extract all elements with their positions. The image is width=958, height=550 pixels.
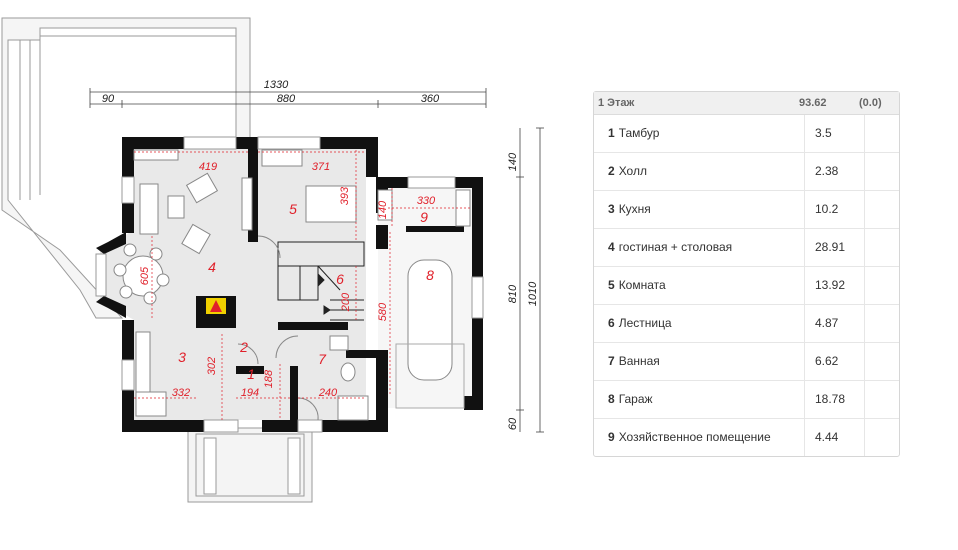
room-number: 5 (608, 278, 615, 292)
room-dim-188: 188 (263, 369, 275, 388)
room-number: 3 (608, 202, 615, 216)
room-name: Тамбур (618, 126, 660, 140)
floor-plan: 1330 90 880 360 140 810 1010 60 1 2 3 4 … (1, 17, 544, 503)
dim-right-total: 1010 (527, 281, 539, 306)
entrance-steps (187, 427, 313, 503)
floor-header-row: 1 Этаж 93.62 (0.0) (594, 92, 899, 115)
room-dim-371: 371 (312, 161, 330, 173)
room-name: Кухня (618, 202, 651, 216)
floor-label: 1 Этаж (598, 97, 635, 109)
room-dim-330: 330 (417, 195, 436, 207)
room-dim-332: 332 (172, 387, 190, 399)
dim-total-width: 1330 (264, 79, 289, 91)
room-dim-200: 200 (340, 292, 352, 312)
staircase (277, 241, 365, 321)
floor-extra: (0.0) (859, 97, 882, 109)
room-dimension-lines (134, 150, 472, 420)
room-name: Хозяйственное помещение (618, 430, 771, 444)
room-dim-302: 302 (206, 357, 218, 375)
room-name: Ванная (618, 354, 660, 368)
door-arcs (237, 235, 319, 421)
room-number: 7 (608, 354, 615, 368)
room-name: Гараж (618, 392, 653, 406)
room-dim-419: 419 (199, 161, 217, 173)
room-label-7: 7 (318, 351, 327, 367)
room-area: 4.87 (805, 305, 865, 342)
room-number: 1 (608, 126, 615, 140)
room-number: 6 (608, 316, 615, 330)
room-area: 10.2 (805, 191, 865, 228)
room-dim-580: 580 (377, 302, 389, 321)
room-dim-393: 393 (339, 186, 351, 205)
room-dim-140: 140 (377, 200, 389, 219)
room-number: 4 (608, 240, 615, 254)
room-dim-194: 194 (241, 387, 259, 399)
dim-right-bottom: 60 (507, 417, 519, 430)
room-label-1: 1 (247, 366, 255, 382)
room-name: гостиная + столовая (618, 240, 733, 254)
floor-area: 93.62 (799, 97, 827, 109)
fireplace-icon (206, 298, 226, 314)
dim-seg-right: 360 (421, 93, 440, 105)
dim-right-mid: 810 (507, 284, 519, 303)
dim-seg-mid: 880 (277, 93, 296, 105)
room-area: 3.5 (805, 115, 865, 152)
room-label-2: 2 (239, 339, 248, 355)
room-label-5: 5 (289, 201, 297, 217)
room-name: Лестница (618, 316, 672, 330)
room-dim-605: 605 (139, 266, 151, 285)
windows (95, 136, 484, 433)
dim-seg-left: 90 (102, 93, 115, 105)
room-area: 18.78 (805, 381, 865, 418)
room-label-3: 3 (178, 349, 186, 365)
room-area: 4.44 (805, 419, 865, 456)
room-name: Комната (618, 278, 666, 292)
room-dim-240: 240 (318, 387, 338, 399)
room-area: 13.92 (805, 267, 865, 304)
room-label-9: 9 (420, 209, 428, 225)
room-label-8: 8 (426, 267, 434, 283)
room-area: 6.62 (805, 343, 865, 380)
room-number: 9 (608, 430, 615, 444)
room-number: 8 (608, 392, 615, 406)
room-name: Холл (618, 164, 647, 178)
dim-right-top: 140 (507, 152, 519, 171)
room-area: 28.91 (805, 229, 865, 266)
room-label-4: 4 (208, 259, 216, 275)
dimension-lines (89, 88, 544, 433)
room-number: 2 (608, 164, 615, 178)
room-area: 2.38 (805, 153, 865, 190)
room-label-6: 6 (336, 271, 344, 287)
